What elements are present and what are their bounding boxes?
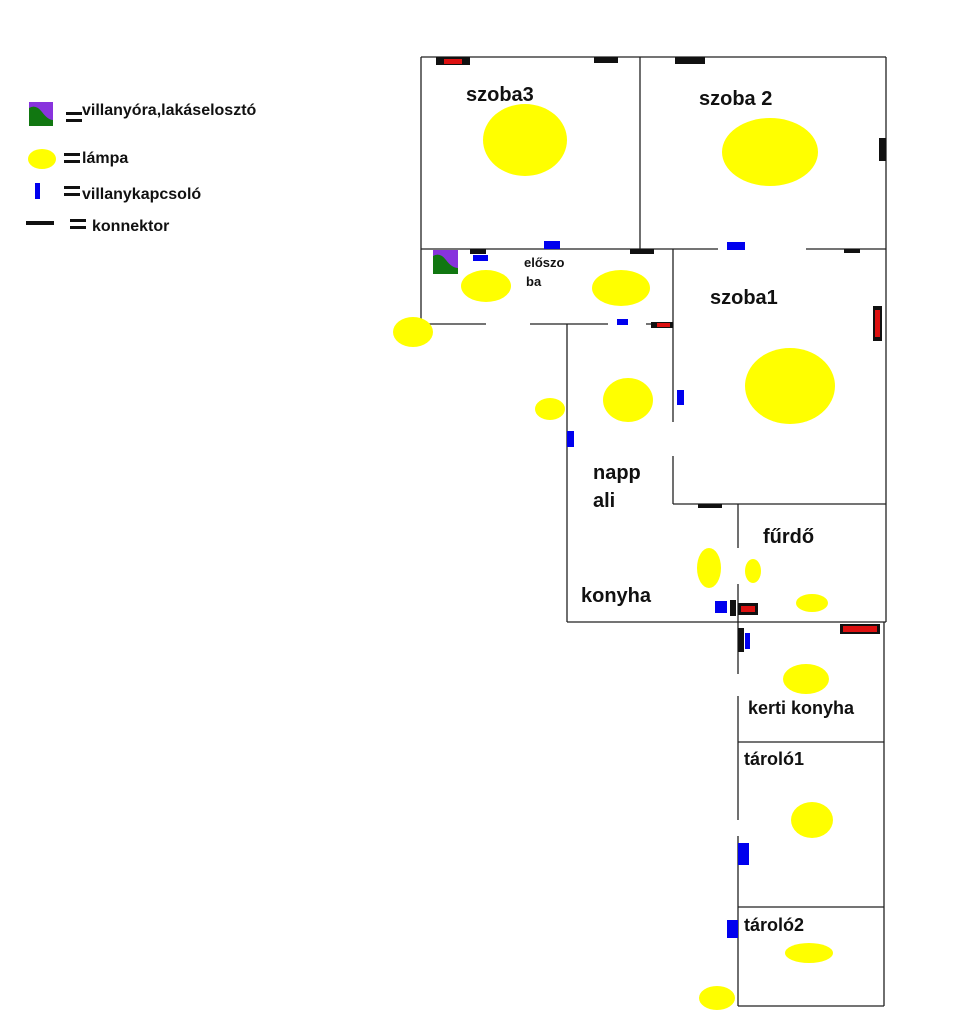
room-label-szoba3: szoba3 xyxy=(466,84,534,106)
switches xyxy=(473,241,750,938)
switch xyxy=(617,319,628,325)
room-label-tarolo1: tároló1 xyxy=(744,749,805,769)
connector xyxy=(875,310,880,337)
room-label-nappali-1: napp xyxy=(593,462,641,484)
lamp-outside-entrance xyxy=(393,317,433,347)
lamp-szoba1 xyxy=(745,348,835,424)
legend-lamp-label: lámpa xyxy=(82,150,129,167)
connector xyxy=(698,504,722,508)
meter-symbol xyxy=(433,250,458,274)
room-label-kerti-konyha: kerti konyha xyxy=(748,698,855,718)
lamp-tarolo1 xyxy=(791,802,833,838)
switch xyxy=(544,241,560,249)
connector xyxy=(594,57,618,63)
connector xyxy=(630,249,654,254)
switch xyxy=(715,601,727,613)
lamp-konyha xyxy=(697,548,721,588)
legend-meter-row: villanyóra,lakáselosztó xyxy=(24,100,324,130)
room-label-tarolo2: tároló2 xyxy=(744,915,805,935)
lamp-furdo-small xyxy=(745,559,761,583)
legend-switch-label: villanykapcsoló xyxy=(82,186,202,203)
connector-icon xyxy=(26,221,54,225)
lamp-eloszoba-left xyxy=(461,270,511,302)
connectors xyxy=(436,57,886,652)
switch xyxy=(727,242,745,250)
connector xyxy=(738,628,744,652)
lamp-szoba2 xyxy=(722,118,818,186)
switch-icon xyxy=(35,183,40,199)
lamp-tarolo2 xyxy=(785,943,833,963)
connector xyxy=(444,59,462,64)
lamps xyxy=(393,104,835,1010)
room-label-szoba2: szoba 2 xyxy=(699,88,773,110)
lamp-nappali xyxy=(603,378,653,422)
walls xyxy=(420,56,887,1007)
room-label-eloszoba-1: előszo xyxy=(524,255,565,270)
connector xyxy=(741,606,755,612)
legend-connector-row: konnektor xyxy=(24,215,274,245)
switch xyxy=(727,920,738,938)
switch xyxy=(738,843,749,865)
lamp-kerti-konyha xyxy=(783,664,829,694)
legend-connector-label: konnektor xyxy=(92,218,170,235)
room-label-eloszoba-2: ba xyxy=(526,274,542,289)
connector xyxy=(675,57,705,64)
connector xyxy=(657,323,670,327)
switch xyxy=(567,431,574,447)
connector xyxy=(879,138,886,161)
legend-meter-label: villanyóra,lakáselosztó xyxy=(82,102,257,119)
lamp-icon xyxy=(28,149,56,169)
room-label-konyha: konyha xyxy=(581,585,652,607)
room-label-nappali-2: ali xyxy=(593,490,616,512)
connector xyxy=(843,626,877,632)
legend-lamp-row: lámpa xyxy=(24,148,224,178)
connector xyxy=(470,249,486,254)
connector xyxy=(730,600,736,616)
room-label-szoba1: szoba1 xyxy=(710,287,778,309)
switch xyxy=(745,633,750,649)
connector xyxy=(844,249,860,253)
switch xyxy=(473,255,488,261)
meter-icon xyxy=(433,254,458,274)
switch xyxy=(677,390,684,405)
lamp-szoba3 xyxy=(483,104,567,176)
room-label-furdo: fűrdő xyxy=(763,526,815,548)
lamp-furdo xyxy=(796,594,828,612)
meter-icon xyxy=(29,102,53,126)
lamp-eloszoba-right xyxy=(592,270,650,306)
legend-switch-row: villanykapcsoló xyxy=(24,182,274,212)
lamp-outside-bottom xyxy=(699,986,735,1010)
lamp-outside-nappali xyxy=(535,398,565,420)
